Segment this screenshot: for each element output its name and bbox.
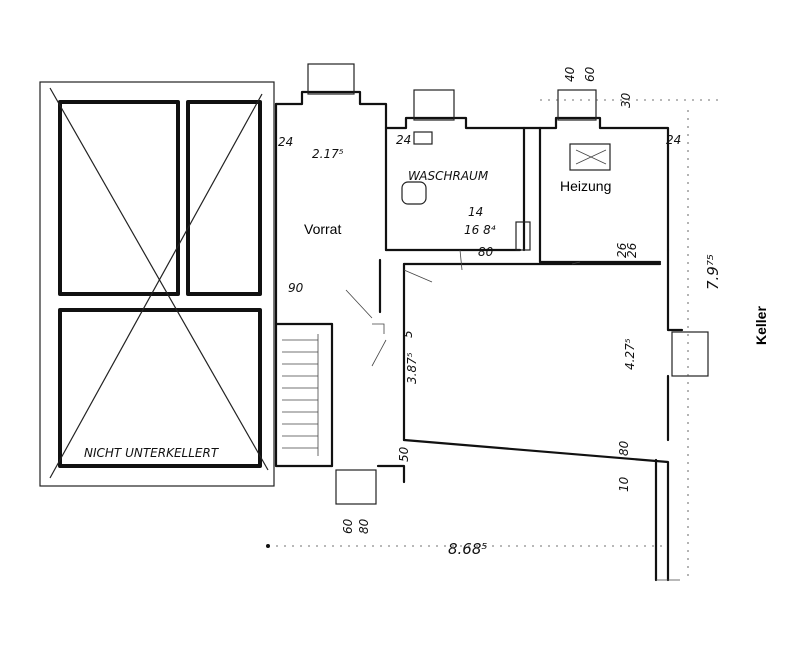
wall-south-stair [376,464,406,484]
dim-label: 90 [288,281,304,295]
dim-label: 3.87⁵ [405,352,419,384]
dim-label: 10 [617,476,631,492]
dim-label: 24 [278,135,293,149]
heater-mark [575,149,607,165]
non-basement-room-3 [58,308,262,468]
door-wasch [459,249,463,271]
door-swing-stair [371,339,387,367]
dim-label: 24 [396,133,411,147]
window-vorrat [307,63,355,95]
dim-label: 80 [617,440,631,456]
dim-label: 26 [615,242,629,258]
dim-label: 40 [563,66,577,82]
dim-dot [266,544,270,548]
boiler-fixture [515,221,531,251]
staircase [282,334,319,456]
dim-label: 5 [401,330,415,338]
dim-label: 30 [619,92,633,108]
cross-line-1 [49,87,269,471]
dim-label: 60 [341,518,355,534]
dim-label: 2.17⁵ [312,147,344,161]
dim-label: 50 [397,446,411,462]
wall-heiz-south [538,126,662,264]
dimension-lines [266,99,720,580]
wall-south-right [402,438,670,582]
sink-fixture [413,131,433,145]
dim-label: 14 [468,205,483,219]
dim-label: 80 [357,518,371,534]
dim-label: 60 [583,66,597,82]
wall-west [274,102,334,468]
non-basement-outline [39,81,275,487]
dim-label: 4.27⁵ [623,338,637,370]
non-basement-block: NICHT UNTERKELLERT [39,81,275,487]
room-label-waschraum: WASCHRAUM [408,169,489,183]
window-keller [671,331,709,377]
cross-line-2 [49,93,263,479]
dim-label-total-width: 8.68⁵ [448,540,487,558]
room-label-heizung: Heizung [560,178,611,194]
window-wasch [413,89,455,121]
dim-label: 24 [666,133,681,147]
dim-label: 7.9⁷⁵ [704,254,722,290]
door-keller [403,269,433,283]
doors [345,249,581,367]
window-stair [335,469,377,505]
dim-label: 26 [625,242,639,258]
dim-label: 80 [478,245,494,259]
room-label-keller: Keller [753,306,769,345]
window-heizung [557,89,597,121]
door-swing-vorrat [345,289,373,319]
not-basement-label: NICHT UNTERKELLERT [84,446,220,460]
room-label-vorrat: Vorrat [304,221,341,237]
door-heizung [571,261,581,265]
basement-walls [274,90,684,582]
windows [307,63,709,505]
non-basement-room-1 [58,100,180,296]
fixtures [401,131,611,251]
wall-east-upper [666,248,684,332]
toilet-fixture [401,181,427,205]
heater-fixture [569,143,611,171]
interior-walls [274,126,662,468]
door-frame [372,323,385,334]
non-basement-room-2 [186,100,262,296]
dim-label: 16 8⁴ [464,223,496,237]
wall-north [274,90,670,252]
